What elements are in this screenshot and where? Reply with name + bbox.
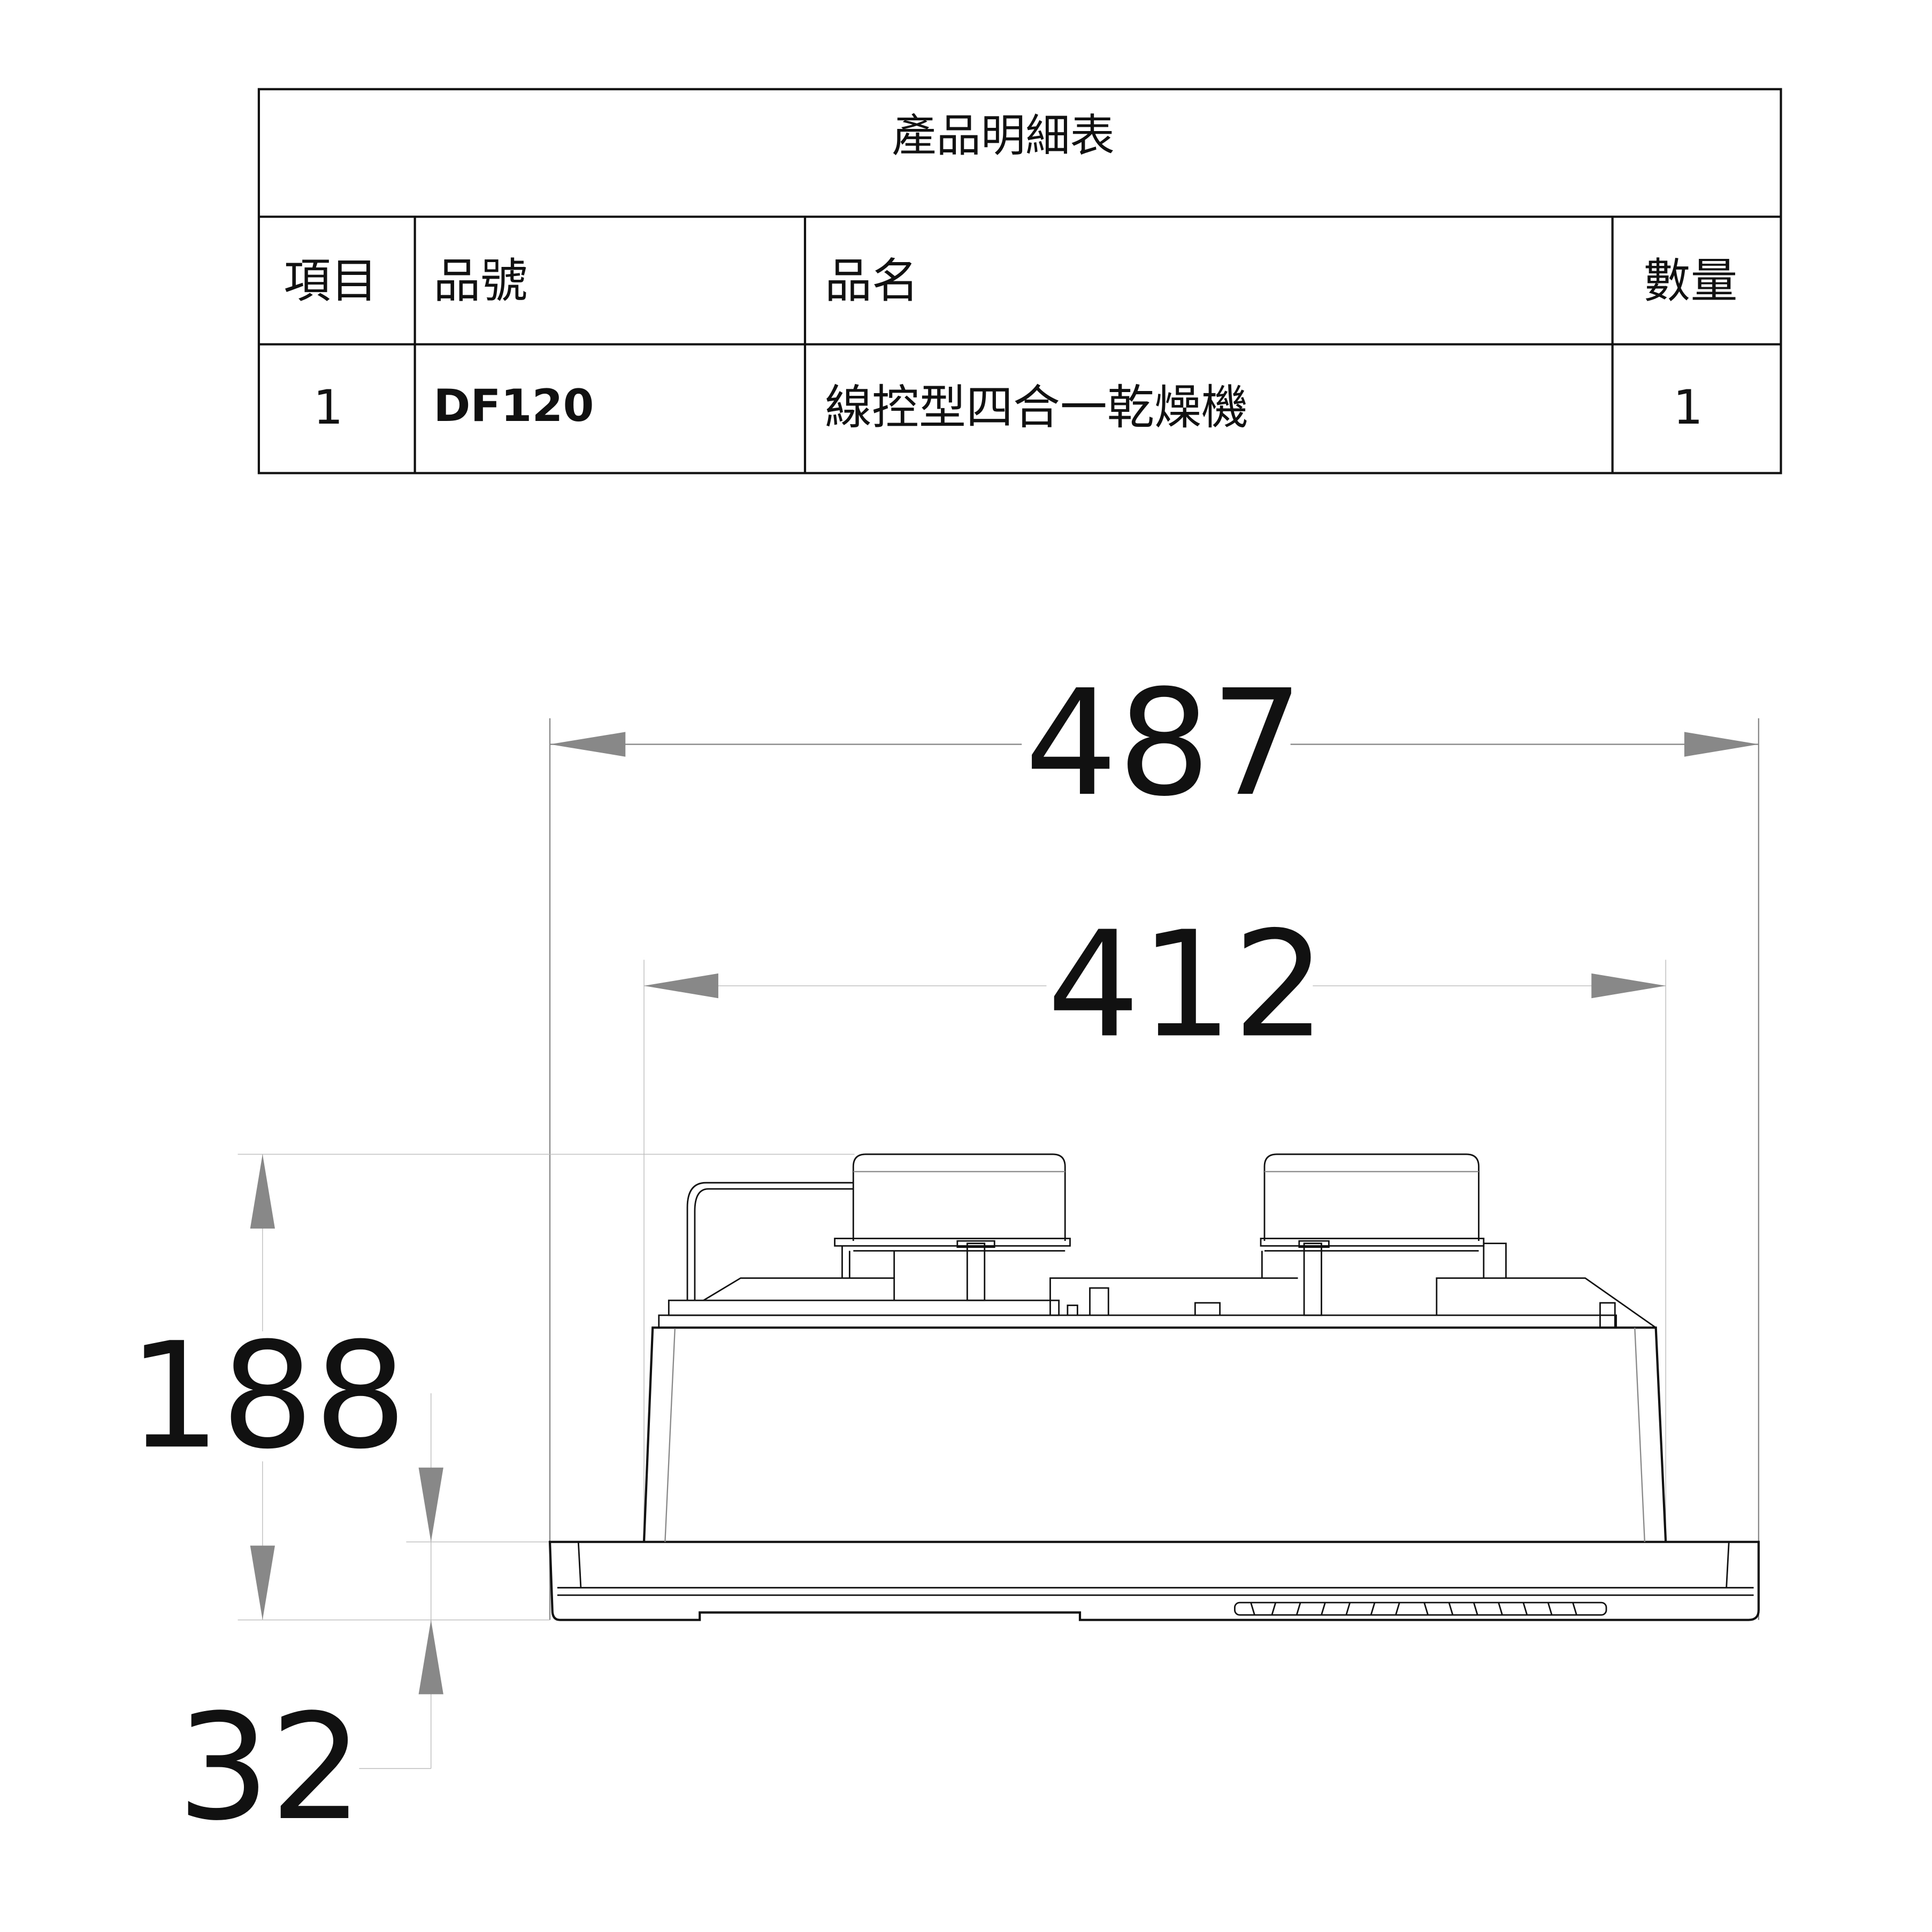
- dimension-overall-width: 487: [549, 658, 1760, 1620]
- cell-item: 1: [313, 380, 343, 435]
- arrow-up-icon: [418, 1620, 443, 1695]
- product-table: 產品明細表 項目 品號 品名 數量 1 DF120 線控型四合一乾燥機 1: [257, 88, 1782, 474]
- dimension-label-487: 487: [1025, 658, 1304, 829]
- cell-name: 線控型四合一乾燥機: [825, 380, 1248, 435]
- arrow-down-icon: [250, 1545, 275, 1620]
- dimension-label-412: 412: [1047, 900, 1325, 1070]
- dimension-label-188: 188: [128, 1311, 407, 1481]
- vent-grille: [1234, 1601, 1607, 1616]
- dimension-height: 188: [128, 1154, 855, 1621]
- dryer-front-view: [548, 1153, 1760, 1621]
- header-part-no: 品號: [433, 254, 527, 309]
- table-title: 產品明細表: [892, 110, 1115, 162]
- header-qty: 數量: [1644, 254, 1738, 309]
- right-fan-motor: [1260, 1153, 1507, 1316]
- arrow-right-icon: [1684, 732, 1759, 757]
- cell-part-no: DF120: [433, 380, 594, 432]
- dimension-base-height: 32: [177, 1393, 550, 1853]
- dimension-label-32: 32: [177, 1683, 363, 1853]
- dimension-body-width: 412: [643, 900, 1666, 1542]
- arrow-left-icon: [644, 973, 718, 999]
- arrow-up-icon: [250, 1154, 275, 1229]
- cell-qty: 1: [1673, 380, 1703, 435]
- arrow-left-icon: [550, 732, 626, 757]
- arrow-down-icon: [418, 1467, 443, 1542]
- arrow-right-icon: [1591, 973, 1666, 999]
- header-name: 品名: [825, 254, 919, 309]
- header-item: 項目: [283, 254, 378, 309]
- left-fan-motor: [834, 1153, 1071, 1301]
